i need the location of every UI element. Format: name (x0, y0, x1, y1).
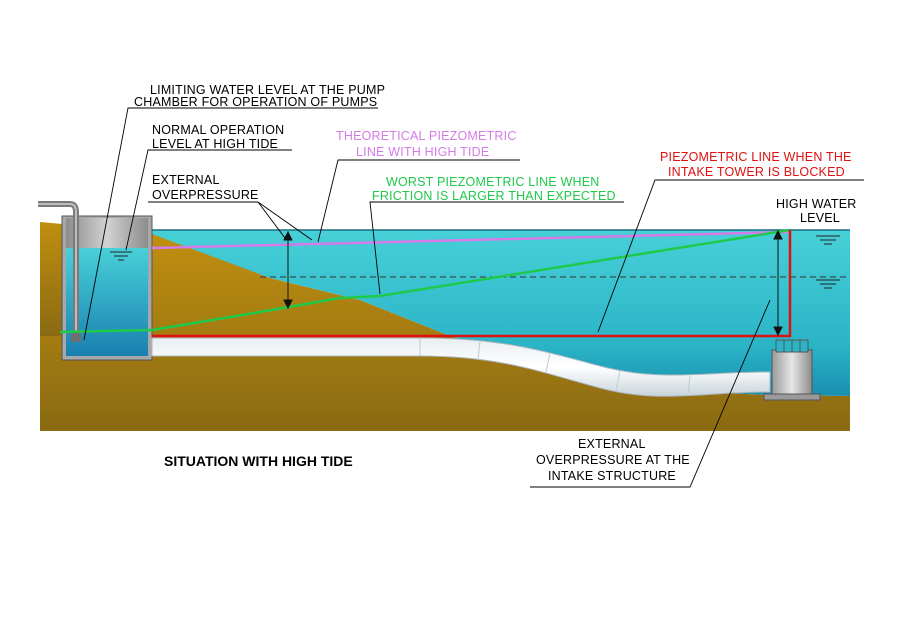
soil-ground-main (40, 232, 850, 431)
intake-tower (771, 349, 813, 397)
label-intake-overpressure-line3: INTAKE STRUCTURE (548, 469, 676, 483)
pump-chamber-top (66, 218, 148, 248)
label-high-water-line1: HIGH WATER (776, 197, 856, 211)
label-intake-overpressure-line2: OVERPRESSURE AT THE (536, 453, 690, 467)
diagram-title: SITUATION WITH HIGH TIDE (164, 453, 353, 469)
label-external-overpressure-line2: OVERPRESSURE (152, 188, 259, 202)
worst-piezometric-line (59, 228, 791, 334)
label-theoretical-line2: LINE WITH HIGH TIDE (356, 145, 489, 159)
label-external-overpressure-line1: EXTERNAL (152, 173, 220, 187)
intake-tower-base (763, 393, 821, 401)
intake-overpressure-dimension-arrow (773, 229, 783, 337)
label-worst-line2: FRICTION IS LARGER THAN EXPECTED (372, 189, 616, 203)
label-worst-line1: WORST PIEZOMETRIC LINE WHEN (386, 175, 600, 189)
overpressure-dimension-arrow (283, 230, 293, 310)
label-high-water-line2: LEVEL (800, 211, 840, 225)
chamber-level-mark (110, 251, 132, 261)
label-limiting-level-line2: CHAMBER FOR OPERATION OF PUMPS (134, 95, 377, 109)
label-normal-operation-line1: NORMAL OPERATION (152, 123, 284, 137)
blocked-piezometric-line (152, 230, 792, 338)
label-normal-operation-line2: LEVEL AT HIGH TIDE (152, 137, 278, 151)
high-water-level-mark (816, 235, 840, 289)
intake-pipe (151, 337, 771, 397)
label-theoretical-line1: THEORETICAL PIEZOMETRIC (336, 129, 517, 143)
label-limiting-level-line1: LIMITING WATER LEVEL AT THE PUMP (150, 83, 385, 97)
label-intake-overpressure-line1: EXTERNAL (578, 437, 646, 451)
label-blocked-line2: INTAKE TOWER IS BLOCKED (668, 165, 845, 179)
theoretical-piezometric-line (151, 230, 791, 250)
leader-lines (83, 107, 864, 488)
pump-unit (71, 332, 81, 342)
label-blocked-line1: PIEZOMETRIC LINE WHEN THE (660, 150, 852, 164)
sea-water (152, 230, 850, 396)
